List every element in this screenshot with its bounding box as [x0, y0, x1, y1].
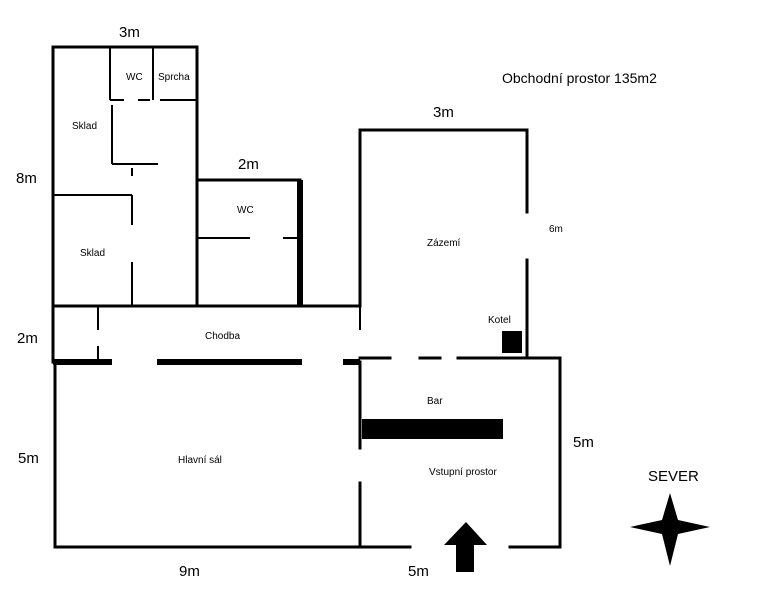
left-block-walls	[51, 45, 199, 308]
compass-star-icon	[630, 493, 710, 566]
dimension-left-height: 8m	[16, 170, 37, 187]
backroom-walls	[358, 128, 562, 360]
dimension-hall-height: 5m	[18, 450, 39, 467]
dimension-top-width: 3m	[119, 24, 140, 41]
room-label-storage-bottom: Sklad	[80, 248, 105, 259]
room-label-wc-top: WC	[126, 72, 143, 83]
room-label-corridor: Chodba	[205, 331, 240, 342]
room-label-wc-middle: WC	[237, 205, 254, 216]
entrance-walls	[358, 356, 562, 549]
dimension-right-top-width: 3m	[433, 104, 454, 121]
arrow-up-icon	[444, 522, 487, 572]
room-label-boiler: Kotel	[488, 315, 511, 326]
room-label-bar: Bar	[427, 396, 443, 407]
middle-block-walls	[195, 178, 303, 306]
dimension-right-height: 6m	[549, 224, 563, 235]
dimension-bottom-entrance-width: 5m	[408, 563, 429, 580]
dimension-entrance-height: 5m	[573, 434, 594, 451]
room-label-shower: Sprcha	[158, 72, 190, 83]
room-label-entrance-area: Vstupní prostor	[429, 467, 497, 478]
dimension-corridor-height: 2m	[17, 330, 38, 347]
dimension-middle-width: 2m	[238, 156, 259, 173]
dimension-bottom-hall-width: 9m	[179, 563, 200, 580]
room-label-backroom: Zázemí	[427, 238, 461, 249]
compass-label: SEVER	[648, 468, 699, 485]
plan-title: Obchodní prostor 135m2	[502, 70, 657, 86]
bar-counter	[362, 419, 503, 439]
boiler-symbol	[502, 331, 522, 353]
room-label-main-hall: Hlavní sál	[178, 455, 222, 466]
main-hall-walls	[53, 360, 362, 549]
corridor-walls	[51, 304, 362, 365]
room-label-storage-top: Sklad	[72, 121, 97, 132]
